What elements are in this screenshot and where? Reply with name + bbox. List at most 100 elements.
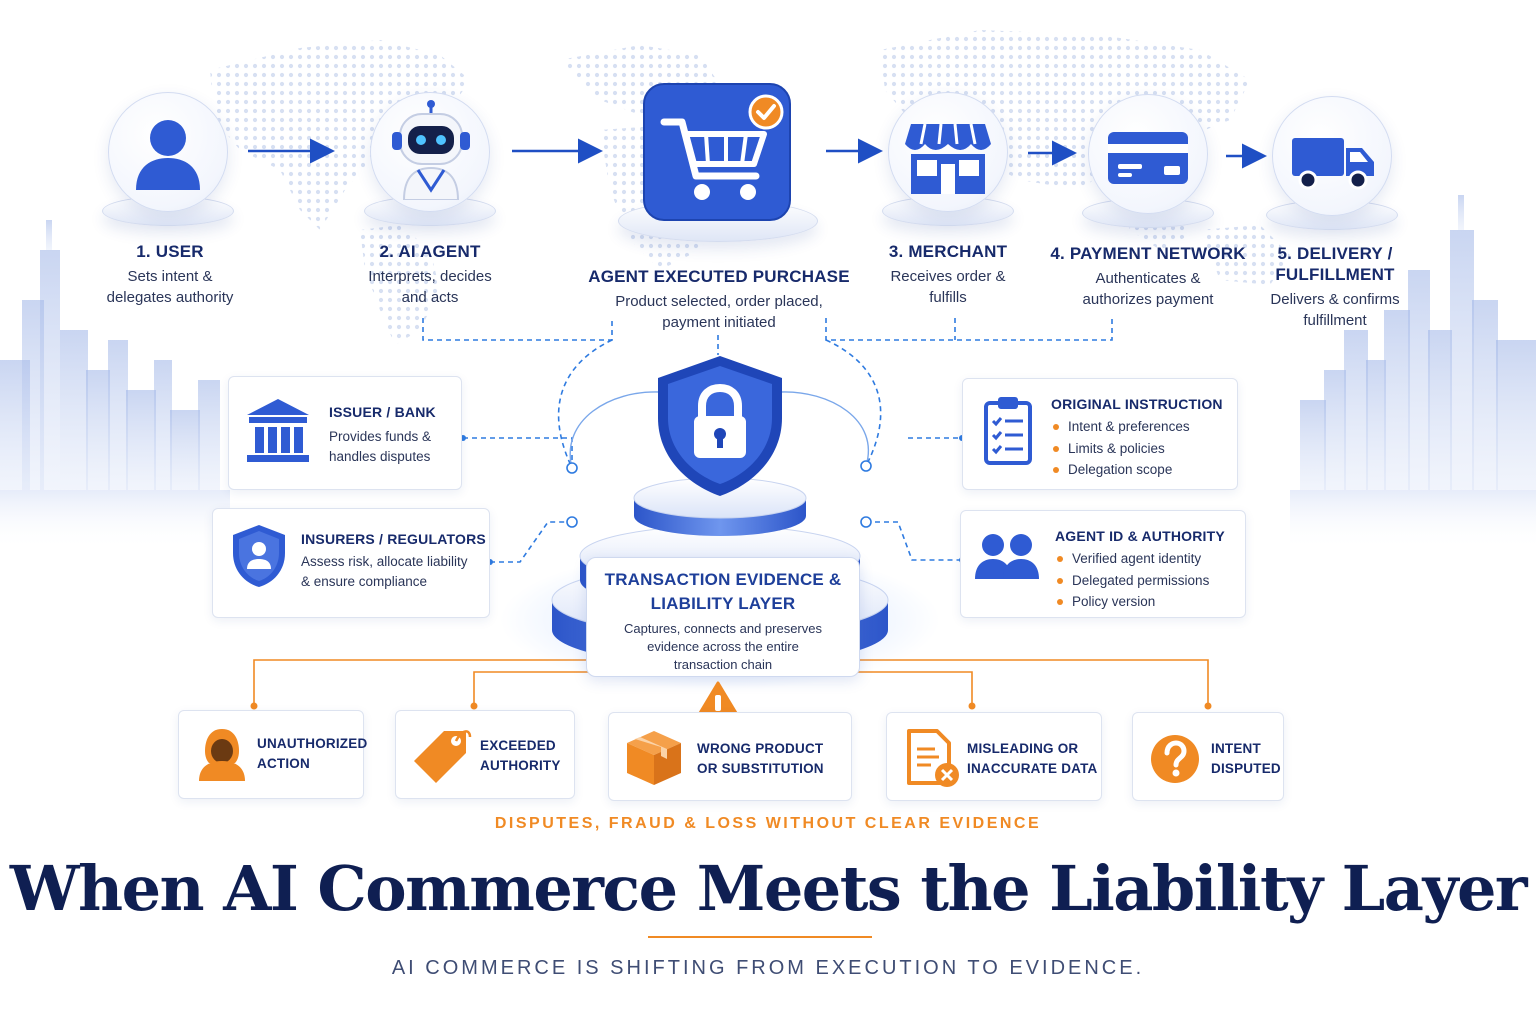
bank-icon [247, 399, 309, 462]
risk-label-line: OR SUBSTITUTION [697, 761, 824, 776]
card-desc-line: handles disputes [329, 449, 431, 464]
core-title-line: TRANSACTION EVIDENCE & [604, 570, 842, 589]
card-title: ORIGINAL INSTRUCTION [1051, 396, 1223, 412]
step-desc-line: and acts [401, 289, 459, 306]
bullet-item: Verified agent identity [1055, 548, 1209, 570]
risk-label-line: INACCURATE DATA [967, 761, 1098, 776]
step-description: Delivers & confirms fulfillment [1225, 289, 1445, 331]
risk-label: UNAUTHORIZED ACTION [257, 734, 367, 774]
people-icon [975, 534, 1039, 579]
card-desc-line: Provides funds & [329, 429, 432, 444]
risk-label-line: WRONG PRODUCT [697, 741, 824, 756]
card-title: INSURERS / REGULATORS [301, 531, 486, 547]
card-description: Assess risk, allocate liability & ensure… [301, 552, 468, 592]
right-city-skyline [1300, 195, 1536, 490]
question-icon [1151, 735, 1199, 783]
risk-label: WRONG PRODUCT OR SUBSTITUTION [697, 739, 824, 779]
card-original-instruction: ORIGINAL INSTRUCTION Intent & preference… [962, 378, 1238, 490]
card-title: ISSUER / BANK [329, 404, 436, 420]
card-agent-id-authority: AGENT ID & AUTHORITY Verified agent iden… [960, 510, 1246, 618]
step-description: Sets intent & delegates authority [60, 266, 280, 308]
left-city-skyline [0, 220, 220, 490]
step-desc-line: Authenticates & [1095, 270, 1201, 287]
risk-intent-disputed: INTENT DISPUTED [1132, 712, 1284, 801]
risk-label-line: UNAUTHORIZED [257, 736, 368, 751]
robot-icon [392, 100, 470, 200]
step-description: Receives order & fulfills [838, 266, 1058, 308]
step-desc-line: payment initiated [662, 314, 776, 331]
card-bullet-list: Verified agent identity Delegated permis… [1055, 548, 1209, 613]
step-title: 1. USER [136, 242, 204, 261]
step-desc-line: delegates authority [106, 289, 234, 306]
step-agent-executed-purchase: AGENT EXECUTED PURCHASE Product selected… [560, 266, 878, 333]
disputes-banner: DISPUTES, FRAUD & LOSS WITHOUT CLEAR EVI… [494, 815, 1042, 832]
step-ai-agent: 2. AI AGENT Interprets, decides and acts [320, 241, 540, 308]
bullet-item: Delegated permissions [1055, 570, 1209, 592]
step-desc-line: Product selected, order placed, [615, 293, 823, 310]
step-title: AGENT EXECUTED PURCHASE [588, 267, 850, 286]
clipboard-checklist-icon [984, 397, 1032, 465]
step-desc-line: fulfills [929, 289, 967, 306]
bullet-item: Limits & policies [1051, 438, 1190, 460]
step-merchant: 3. MERCHANT Receives order & fulfills [838, 241, 1058, 308]
card-desc-line: & ensure compliance [301, 574, 428, 589]
step-title-line: FULFILLMENT [1275, 265, 1395, 284]
page-title: When AI Commerce Meets the Liability Lay… [9, 852, 1528, 925]
step-desc-line: fulfillment [1303, 312, 1367, 329]
core-description: Captures, connects and preserves evidenc… [587, 620, 859, 674]
card-description: Provides funds & handles disputes [329, 427, 431, 467]
bullet-item: Delegation scope [1051, 459, 1190, 481]
core-title-line: LIABILITY LAYER [650, 594, 796, 613]
page-subtitle: AI COMMERCE IS SHIFTING FROM EXECUTION T… [391, 957, 1145, 979]
risk-label-line: MISLEADING OR [967, 741, 1079, 756]
step-title: 2. AI AGENT [379, 242, 481, 261]
card-title: AGENT ID & AUTHORITY [1055, 528, 1225, 544]
risk-label: INTENT DISPUTED [1211, 739, 1281, 779]
risk-label: EXCEEDED AUTHORITY [480, 736, 561, 776]
step-description: Authenticates & authorizes payment [1028, 268, 1268, 310]
bullet-item: Policy version [1055, 591, 1209, 613]
risk-label-line: ACTION [257, 756, 310, 771]
risk-label: MISLEADING OR INACCURATE DATA [967, 739, 1098, 779]
card-desc-line: Assess risk, allocate liability [301, 554, 468, 569]
credit-card-icon [1108, 132, 1188, 184]
step-title: 5. DELIVERY / FULFILLMENT [1225, 243, 1445, 285]
card-insurers-regulators: INSURERS / REGULATORS Assess risk, alloc… [212, 508, 490, 618]
card-bullet-list: Intent & preferences Limits & policies D… [1051, 416, 1190, 481]
risk-wrong-product: WRONG PRODUCT OR SUBSTITUTION [608, 712, 852, 801]
title-underline [648, 936, 872, 938]
step-title: 4. PAYMENT NETWORK [1050, 244, 1246, 263]
core-title: TRANSACTION EVIDENCE & LIABILITY LAYER [587, 568, 859, 616]
card-issuer-bank: ISSUER / BANK Provides funds & handles d… [228, 376, 462, 490]
step-description: Product selected, order placed, payment … [560, 291, 878, 333]
hooded-figure-icon [199, 729, 245, 781]
risk-label-line: EXCEEDED [480, 738, 556, 753]
truck-icon [1292, 138, 1374, 190]
step-desc-line: Interprets, decides [368, 268, 492, 285]
risk-label-line: DISPUTED [1211, 761, 1281, 776]
core-desc-line: transaction chain [673, 657, 773, 672]
step-desc-line: authorizes payment [1082, 291, 1214, 308]
user-icon [136, 120, 200, 190]
package-box-icon [627, 731, 681, 785]
core-desc-line: Captures, connects and preserves [624, 621, 822, 636]
risk-label-line: AUTHORITY [480, 758, 561, 773]
step-desc-line: Sets intent & [127, 268, 213, 285]
risk-label-line: INTENT [1211, 741, 1261, 756]
step-user: 1. USER Sets intent & delegates authorit… [60, 241, 280, 308]
step-delivery-fulfillment: 5. DELIVERY / FULFILLMENT Delivers & con… [1225, 243, 1445, 331]
step-title-line: 5. DELIVERY / [1277, 244, 1393, 263]
step-title: 3. MERCHANT [888, 242, 1008, 261]
risk-exceeded-authority: EXCEEDED AUTHORITY [395, 710, 575, 799]
price-tag-icon [414, 730, 472, 783]
core-desc-line: evidence across the entire [647, 639, 799, 654]
shield-lock-icon [658, 356, 782, 496]
risk-unauthorized-action: UNAUTHORIZED ACTION [178, 710, 367, 799]
risk-misleading-data: MISLEADING OR INACCURATE DATA [886, 712, 1102, 801]
storefront-icon [905, 123, 991, 194]
step-payment-network: 4. PAYMENT NETWORK Authenticates & autho… [1028, 243, 1268, 310]
shield-person-icon [233, 525, 285, 587]
step-description: Interprets, decides and acts [320, 266, 540, 308]
bullet-item: Intent & preferences [1051, 416, 1190, 438]
